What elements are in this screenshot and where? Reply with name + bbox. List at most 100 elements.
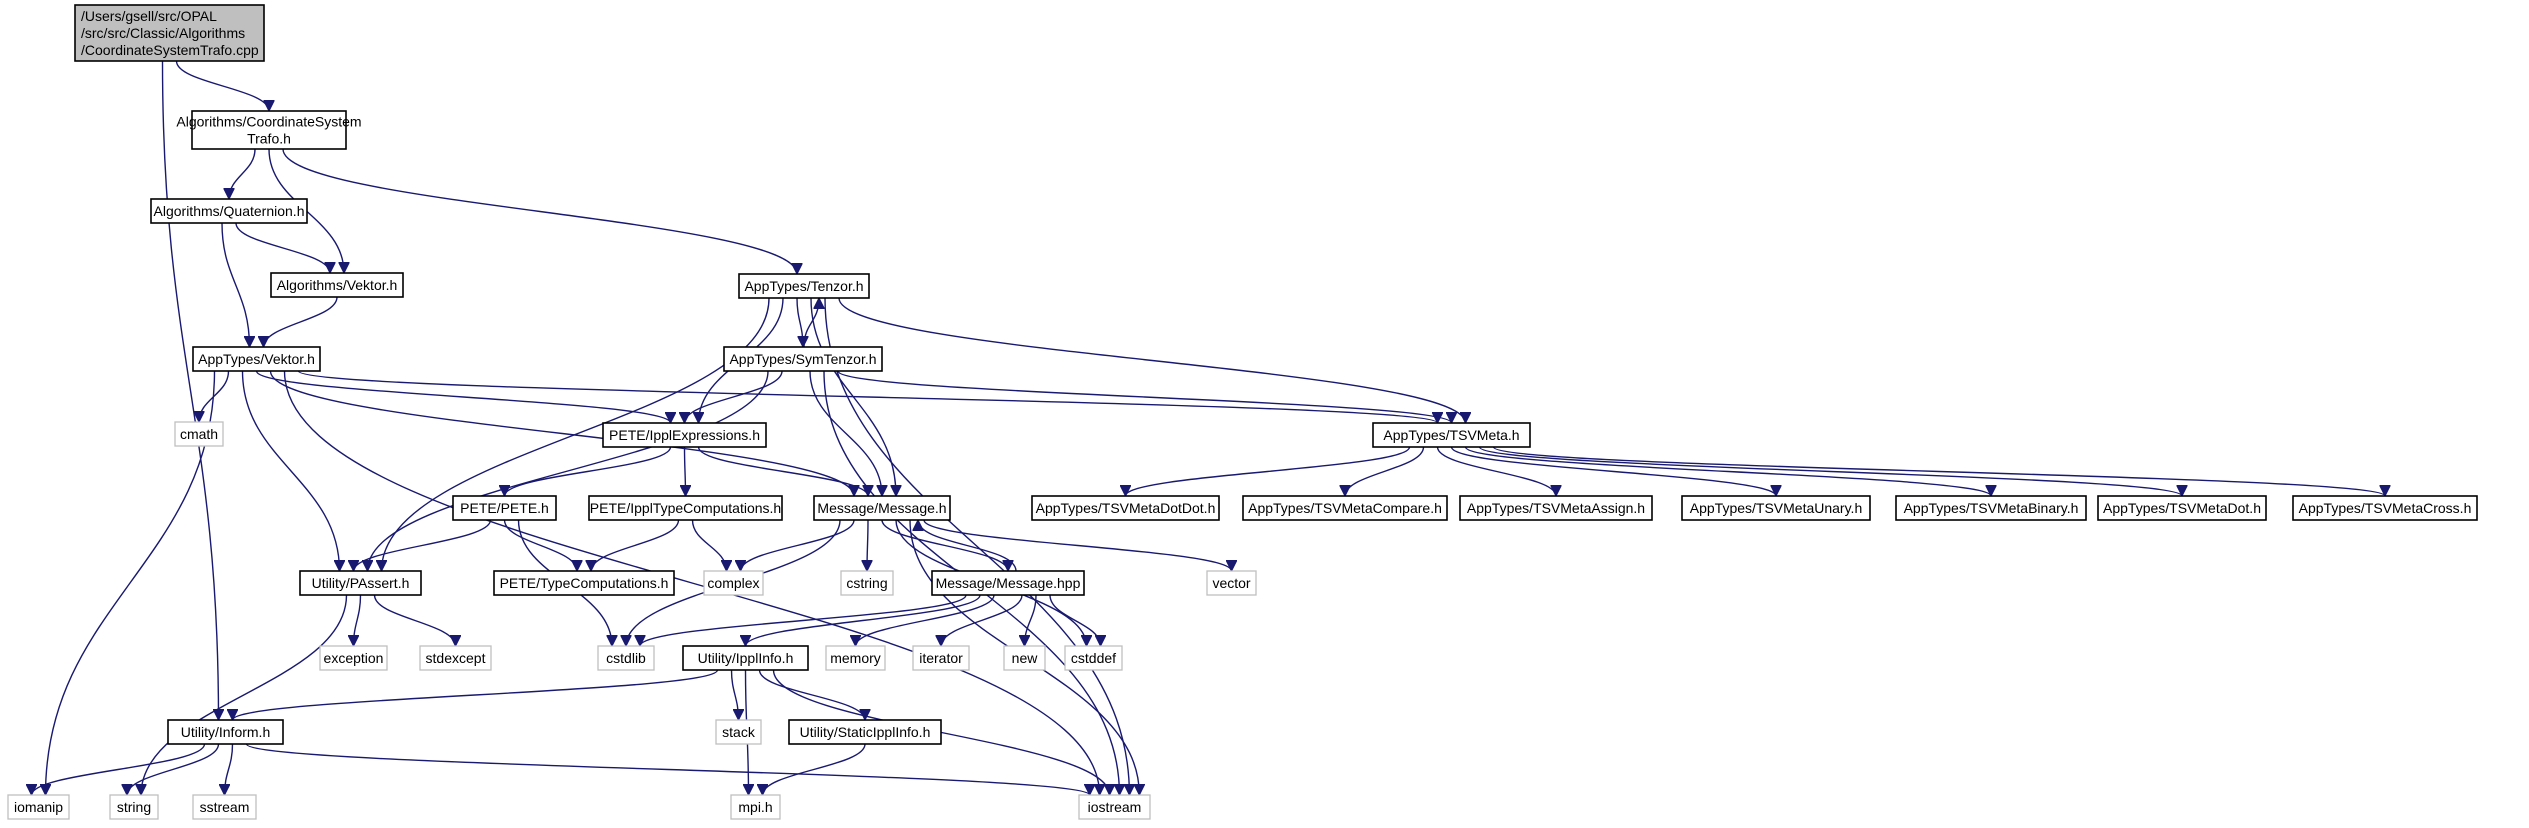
node-label: AppTypes/TSVMetaCross.h: [2299, 500, 2472, 516]
edge-ipplinfo-to-stack: [730, 669, 739, 720]
node-box: [2097, 495, 2267, 521]
edge-quaternion-to-app_vektor: [221, 222, 250, 347]
node-message-h[interactable]: Message/Message.h: [813, 495, 951, 521]
node-label: string: [117, 799, 151, 815]
edge-ippl_expr-to-pete: [505, 446, 672, 497]
node-vector: vector: [1206, 570, 1257, 596]
node-box: [723, 346, 883, 372]
node-message-hpp[interactable]: Message/Message.hpp: [931, 570, 1085, 596]
edge-symtenzor-to-passert: [368, 370, 769, 571]
node-sstream: sstream: [192, 794, 257, 820]
node-label: AppTypes/TSVMetaBinary.h: [1904, 500, 2079, 516]
node-label: cmath: [180, 426, 218, 442]
dependency-edges: [32, 60, 2386, 796]
node-tsv-dotdot[interactable]: AppTypes/TSVMetaDotDot.h: [1031, 495, 1220, 521]
edge-inform-to-sstream: [225, 743, 234, 795]
edge-cst_h-to-quaternion: [229, 148, 256, 200]
node-box: [602, 422, 767, 448]
node-box: [715, 719, 762, 745]
node-tsv-binary[interactable]: AppTypes/TSVMetaBinary.h: [1895, 495, 2087, 521]
node-root[interactable]: /Users/gsell/src/OPAL/src/src/Classic/Al…: [74, 4, 265, 62]
node-tsvmeta[interactable]: AppTypes/TSVMeta.h: [1372, 422, 1531, 448]
edge-message_h-to-complex: [741, 519, 855, 572]
node-cst-h[interactable]: Algorithms/CoordinateSystemTrafo.h: [176, 110, 362, 150]
node-label: AppTypes/TSVMetaUnary.h: [1690, 500, 1862, 516]
node-box: [299, 570, 422, 596]
edge-ippl_typecomp-to-typecomp: [591, 519, 680, 572]
node-label: iomanip: [14, 799, 63, 815]
node-box: [1003, 645, 1046, 671]
node-label: AppTypes/Tenzor.h: [744, 278, 863, 294]
node-passert[interactable]: Utility/PAssert.h: [299, 570, 422, 596]
node-box: [703, 570, 764, 596]
node-box: [912, 645, 970, 671]
node-ippl-typecomp[interactable]: PETE/IpplTypeComputations.h: [588, 495, 783, 521]
edge-tsvmeta-to-tsv_assign: [1436, 446, 1557, 497]
edge-root-to-inform: [161, 60, 219, 720]
node-tsv-assign[interactable]: AppTypes/TSVMetaAssign.h: [1459, 495, 1653, 521]
node-ipplinfo[interactable]: Utility/IpplInfo.h: [682, 645, 809, 671]
node-quaternion[interactable]: Algorithms/Quaternion.h: [150, 198, 308, 224]
node-box: [167, 719, 284, 745]
edge-root-to-cst_h: [175, 60, 270, 112]
node-box: [788, 719, 942, 745]
node-cstddef: cstddef: [1064, 645, 1123, 671]
edge-passert-to-exception: [354, 594, 362, 646]
node-alg-vektor[interactable]: Algorithms/Vektor.h: [270, 272, 404, 298]
node-inform[interactable]: Utility/Inform.h: [167, 719, 284, 745]
edge-tenzor-to-message_h: [810, 297, 896, 496]
node-cmath: cmath: [174, 421, 224, 447]
node-box: [1372, 422, 1531, 448]
edge-inform-to-iostream: [245, 743, 1090, 796]
node-iostream: iostream: [1078, 794, 1151, 820]
edge-app_vektor-to-ippl_expr: [255, 370, 671, 424]
node-label: PETE/IpplTypeComputations.h: [590, 500, 781, 516]
edge-ippl_expr-to-message_h: [697, 446, 869, 497]
node-label: AppTypes/TSVMetaCompare.h: [1248, 500, 1442, 516]
node-tsv-compare[interactable]: AppTypes/TSVMetaCompare.h: [1242, 495, 1448, 521]
node-box: [597, 645, 655, 671]
node-label: memory: [830, 650, 881, 666]
edge-message_hpp-to-memory: [856, 594, 995, 647]
node-label: sstream: [200, 799, 250, 815]
edge-app_vektor-to-tsvmeta: [297, 370, 1438, 424]
edge-alg_vektor-to-app_vektor: [264, 296, 338, 348]
node-tsv-unary[interactable]: AppTypes/TSVMetaUnary.h: [1681, 495, 1871, 521]
node-label: cstddef: [1071, 650, 1116, 666]
node-iterator: iterator: [912, 645, 970, 671]
node-box: [109, 794, 159, 820]
node-label: Algorithms/CoordinateSystem: [176, 114, 361, 130]
node-staticipplinfo[interactable]: Utility/StaticIpplInfo.h: [788, 719, 942, 745]
node-tsv-cross[interactable]: AppTypes/TSVMetaCross.h: [2292, 495, 2478, 521]
node-label: Utility/IpplInfo.h: [698, 650, 794, 666]
node-string: string: [109, 794, 159, 820]
node-tsv-dot[interactable]: AppTypes/TSVMetaDot.h: [2097, 495, 2267, 521]
node-complex: complex: [703, 570, 764, 596]
node-label: cstring: [846, 575, 887, 591]
node-ippl-expr[interactable]: PETE/IpplExpressions.h: [602, 422, 767, 448]
edge-quaternion-to-alg_vektor: [235, 222, 330, 274]
node-label: cstdlib: [606, 650, 646, 666]
node-label: Algorithms/Vektor.h: [277, 277, 398, 293]
node-symtenzor[interactable]: AppTypes/SymTenzor.h: [723, 346, 883, 372]
node-typecomp[interactable]: PETE/TypeComputations.h: [493, 570, 675, 596]
node-pete[interactable]: PETE/PETE.h: [452, 495, 557, 521]
node-label: stdexcept: [426, 650, 486, 666]
edge-message_hpp-to-iterator: [941, 594, 1023, 647]
node-tenzor[interactable]: AppTypes/Tenzor.h: [738, 273, 870, 299]
edge-pete-to-passert: [354, 519, 492, 572]
node-label: AppTypes/TSVMeta.h: [1383, 427, 1519, 443]
node-label: AppTypes/TSVMetaDot.h: [2103, 500, 2261, 516]
edge-passert-to-stdexcept: [373, 594, 456, 647]
edge-passert-to-string: [141, 594, 348, 795]
node-cstdlib: cstdlib: [597, 645, 655, 671]
edge-app_vektor-to-passert: [241, 370, 340, 571]
node-label: Message/Message.hpp: [936, 575, 1081, 591]
edge-tsvmeta-to-tsv_dot: [1478, 446, 2183, 497]
edge-pete-to-typecomp: [503, 519, 578, 572]
edge-message_hpp-to-new: [1025, 594, 1037, 646]
edge-tsvmeta-to-tsv_compare: [1345, 446, 1425, 497]
node-app-vektor[interactable]: AppTypes/Vektor.h: [192, 346, 321, 372]
edge-message_h-to-vector: [923, 519, 1232, 572]
